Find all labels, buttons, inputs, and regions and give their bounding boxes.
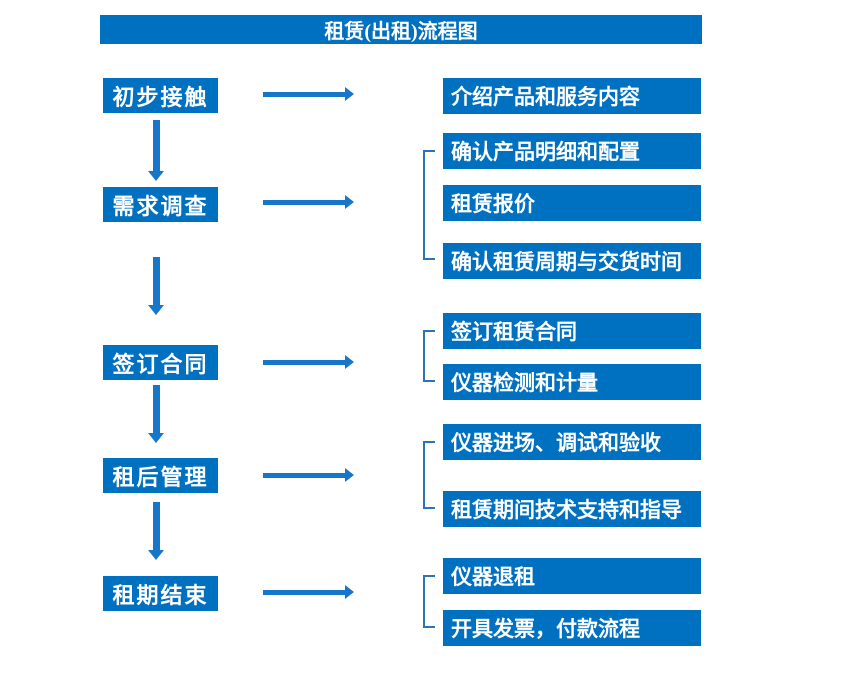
- group-bracket: [423, 330, 435, 382]
- page-title: 租赁(出租)流程图: [324, 21, 478, 43]
- down-arrow-icon: [148, 385, 164, 443]
- detail-box-invoice-payment: 开具发票，付款流程: [443, 610, 701, 646]
- detail-box-instrument-setup: 仪器进场、调试和验收: [443, 424, 701, 460]
- right-arrow-icon: [263, 585, 354, 599]
- group-bracket: [423, 575, 435, 628]
- detail-box-confirm-product-details: 确认产品明细和配置: [443, 133, 701, 169]
- detail-box-confirm-rental-period: 确认租赁周期与交货时间: [443, 243, 701, 279]
- group-bracket: [423, 150, 435, 260]
- right-arrow-icon: [263, 195, 354, 209]
- title-banner: 租赁(出租)流程图: [100, 15, 702, 44]
- detail-box-rental-quote: 租赁报价: [443, 185, 701, 221]
- detail-box-introduce-products: 介绍产品和服务内容: [443, 78, 701, 114]
- detail-box-tech-support: 租赁期间技术支持和指导: [443, 491, 701, 527]
- right-arrow-icon: [263, 468, 354, 482]
- down-arrow-icon: [148, 502, 164, 560]
- down-arrow-icon: [148, 257, 164, 315]
- step-box-rental-period-end: 租期结束: [103, 576, 218, 611]
- step-box-demand-survey: 需求调查: [103, 187, 218, 222]
- detail-box-instrument-return: 仪器退租: [443, 558, 701, 594]
- detail-box-sign-rental-contract: 签订租赁合同: [443, 313, 701, 349]
- group-bracket: [423, 441, 435, 509]
- detail-box-instrument-testing: 仪器检测和计量: [443, 364, 701, 400]
- right-arrow-icon: [263, 87, 354, 101]
- step-box-post-rental-management: 租后管理: [103, 458, 218, 493]
- down-arrow-icon: [148, 120, 164, 181]
- step-box-sign-contract: 签订合同: [103, 345, 218, 380]
- right-arrow-icon: [263, 355, 354, 369]
- step-box-initial-contact: 初步接触: [103, 78, 218, 113]
